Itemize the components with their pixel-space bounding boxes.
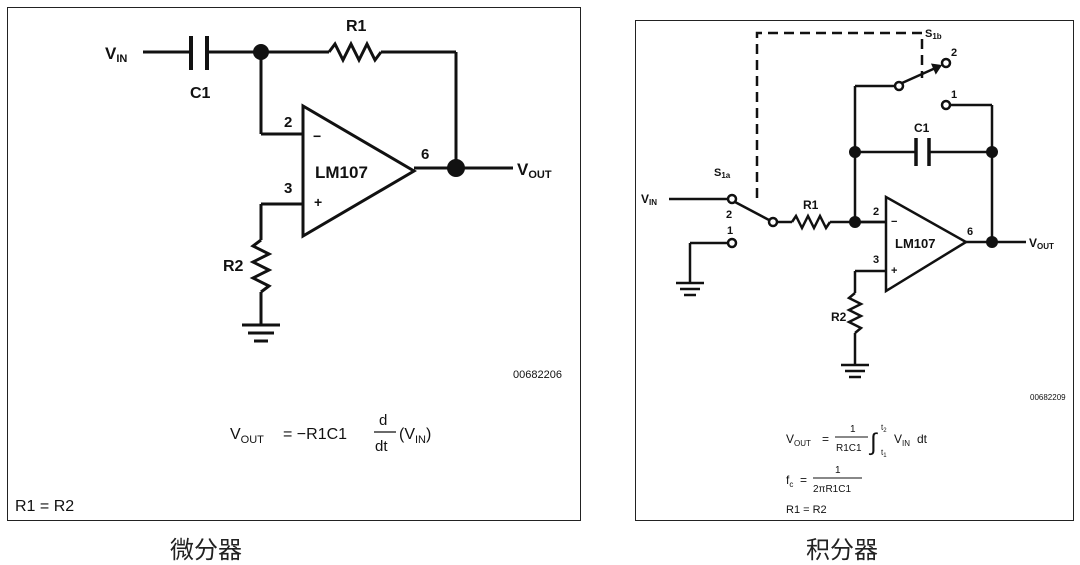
- s1a-contact-2: [726, 193, 738, 205]
- s1b-pos1-label: 1: [951, 89, 957, 101]
- opamp-triangle: [884, 194, 969, 294]
- formula2-eq: =: [800, 473, 807, 487]
- pin6-label: 6: [967, 226, 973, 238]
- opamp-triangle: [301, 103, 417, 239]
- r1-label: R1: [346, 18, 367, 35]
- junction-dot-c1-left: [849, 146, 861, 158]
- s1b-label: S1b: [925, 28, 942, 41]
- r1-resistor: [790, 213, 832, 231]
- caption-differentiator: 微分器: [170, 536, 242, 564]
- cutoff-formula: fc = 1 2πR1C1: [786, 465, 862, 495]
- pin3-label: 3: [873, 254, 879, 266]
- r2-resistor: [249, 238, 273, 294]
- differentiator-schematic: VIN C1 R1 2 3 6 − + LM107 VOUT R2 006822…: [15, 18, 562, 515]
- opamp-label: LM107: [895, 236, 935, 251]
- formula1-lhs: VOUT: [786, 432, 811, 448]
- figure-code: 00682206: [513, 369, 562, 381]
- differentiator-formula: VOUT = −R1C1 d dt (VIN): [230, 412, 431, 455]
- plus-sign: +: [314, 194, 322, 210]
- formula-lhs: VOUT: [230, 426, 264, 446]
- s1a-blade: [734, 200, 770, 222]
- footnote-r1-r2: R1 = R2: [15, 498, 74, 515]
- junction-dot-input: [253, 44, 269, 60]
- s1a-pivot: [767, 216, 779, 228]
- integrator-schematic: VIN S1a 2 1 S1b 2 1 R1 C1 2 3 6 − + LM10…: [641, 28, 1066, 516]
- vin-label: VIN: [641, 192, 657, 207]
- vout-label: VOUT: [1029, 236, 1054, 251]
- r1-resistor: [327, 40, 383, 64]
- formula2-lhs: fc: [786, 473, 793, 489]
- junction-dot-output: [986, 236, 998, 248]
- formula2-num: 1: [835, 465, 841, 476]
- junction-dot-output: [447, 159, 465, 177]
- formula-eq: = −R1C1: [283, 426, 347, 443]
- integrator-formula: VOUT = 1 R1C1 ∫ t2 t1 VIN dt: [786, 423, 928, 459]
- formula-d-num: d: [379, 412, 387, 429]
- integrator-panel: VIN S1a 2 1 S1b 2 1 R1 C1 2 3 6 − + LM10…: [635, 20, 1074, 521]
- figure-code: 00682209: [1030, 393, 1066, 402]
- minus-sign: −: [313, 128, 321, 144]
- s1b-arrowhead: [930, 63, 943, 75]
- plus-sign: +: [891, 265, 897, 277]
- formula1-upper-limit: t2: [881, 423, 887, 434]
- vout-label: VOUT: [517, 160, 552, 181]
- s1b-pivot: [893, 80, 905, 92]
- r2-label: R2: [831, 310, 847, 324]
- formula-arg: (VIN): [399, 426, 431, 446]
- opamp-label: LM107: [315, 163, 368, 182]
- formula1-den: R1C1: [836, 443, 862, 454]
- caption-integrator: 积分器: [806, 536, 878, 564]
- r1-label: R1: [803, 198, 819, 212]
- s1b-contact-2: [940, 57, 952, 69]
- pin2-label: 2: [873, 206, 879, 218]
- differentiator-panel: VIN C1 R1 2 3 6 − + LM107 VOUT R2 006822…: [7, 7, 581, 521]
- junction-dot-c1-right: [986, 146, 998, 158]
- junction-dot-inverting: [849, 216, 861, 228]
- integral-sign: ∫: [868, 429, 878, 456]
- vin-label: VIN: [105, 44, 127, 65]
- s1b-contact-1: [940, 99, 952, 111]
- s1a-pos1-label: 1: [727, 225, 733, 237]
- formula1-integrand: VIN: [894, 432, 910, 448]
- r2-label: R2: [223, 258, 244, 275]
- s1a-pos2-label: 2: [726, 209, 732, 221]
- pin2-label: 2: [284, 114, 292, 131]
- formula1-dt: dt: [917, 432, 928, 446]
- c1-label: C1: [914, 121, 930, 135]
- formula-d-den: dt: [375, 438, 388, 455]
- formula1-lower-limit: t1: [881, 448, 887, 459]
- s1a-label: S1a: [714, 167, 731, 180]
- pin3-label: 3: [284, 180, 292, 197]
- footnote-r1-r2: R1 = R2: [786, 504, 827, 516]
- formula2-den: 2πR1C1: [813, 484, 851, 495]
- switch-link-dashed: [755, 31, 924, 198]
- c1-label: C1: [190, 85, 211, 102]
- r2-resistor: [846, 292, 864, 334]
- formula1-eq: =: [822, 432, 829, 446]
- s1a-contact-1: [726, 237, 738, 249]
- minus-sign: −: [891, 216, 897, 228]
- formula1-num: 1: [850, 424, 856, 435]
- s1b-pos2-label: 2: [951, 47, 957, 59]
- pin6-label: 6: [421, 146, 429, 163]
